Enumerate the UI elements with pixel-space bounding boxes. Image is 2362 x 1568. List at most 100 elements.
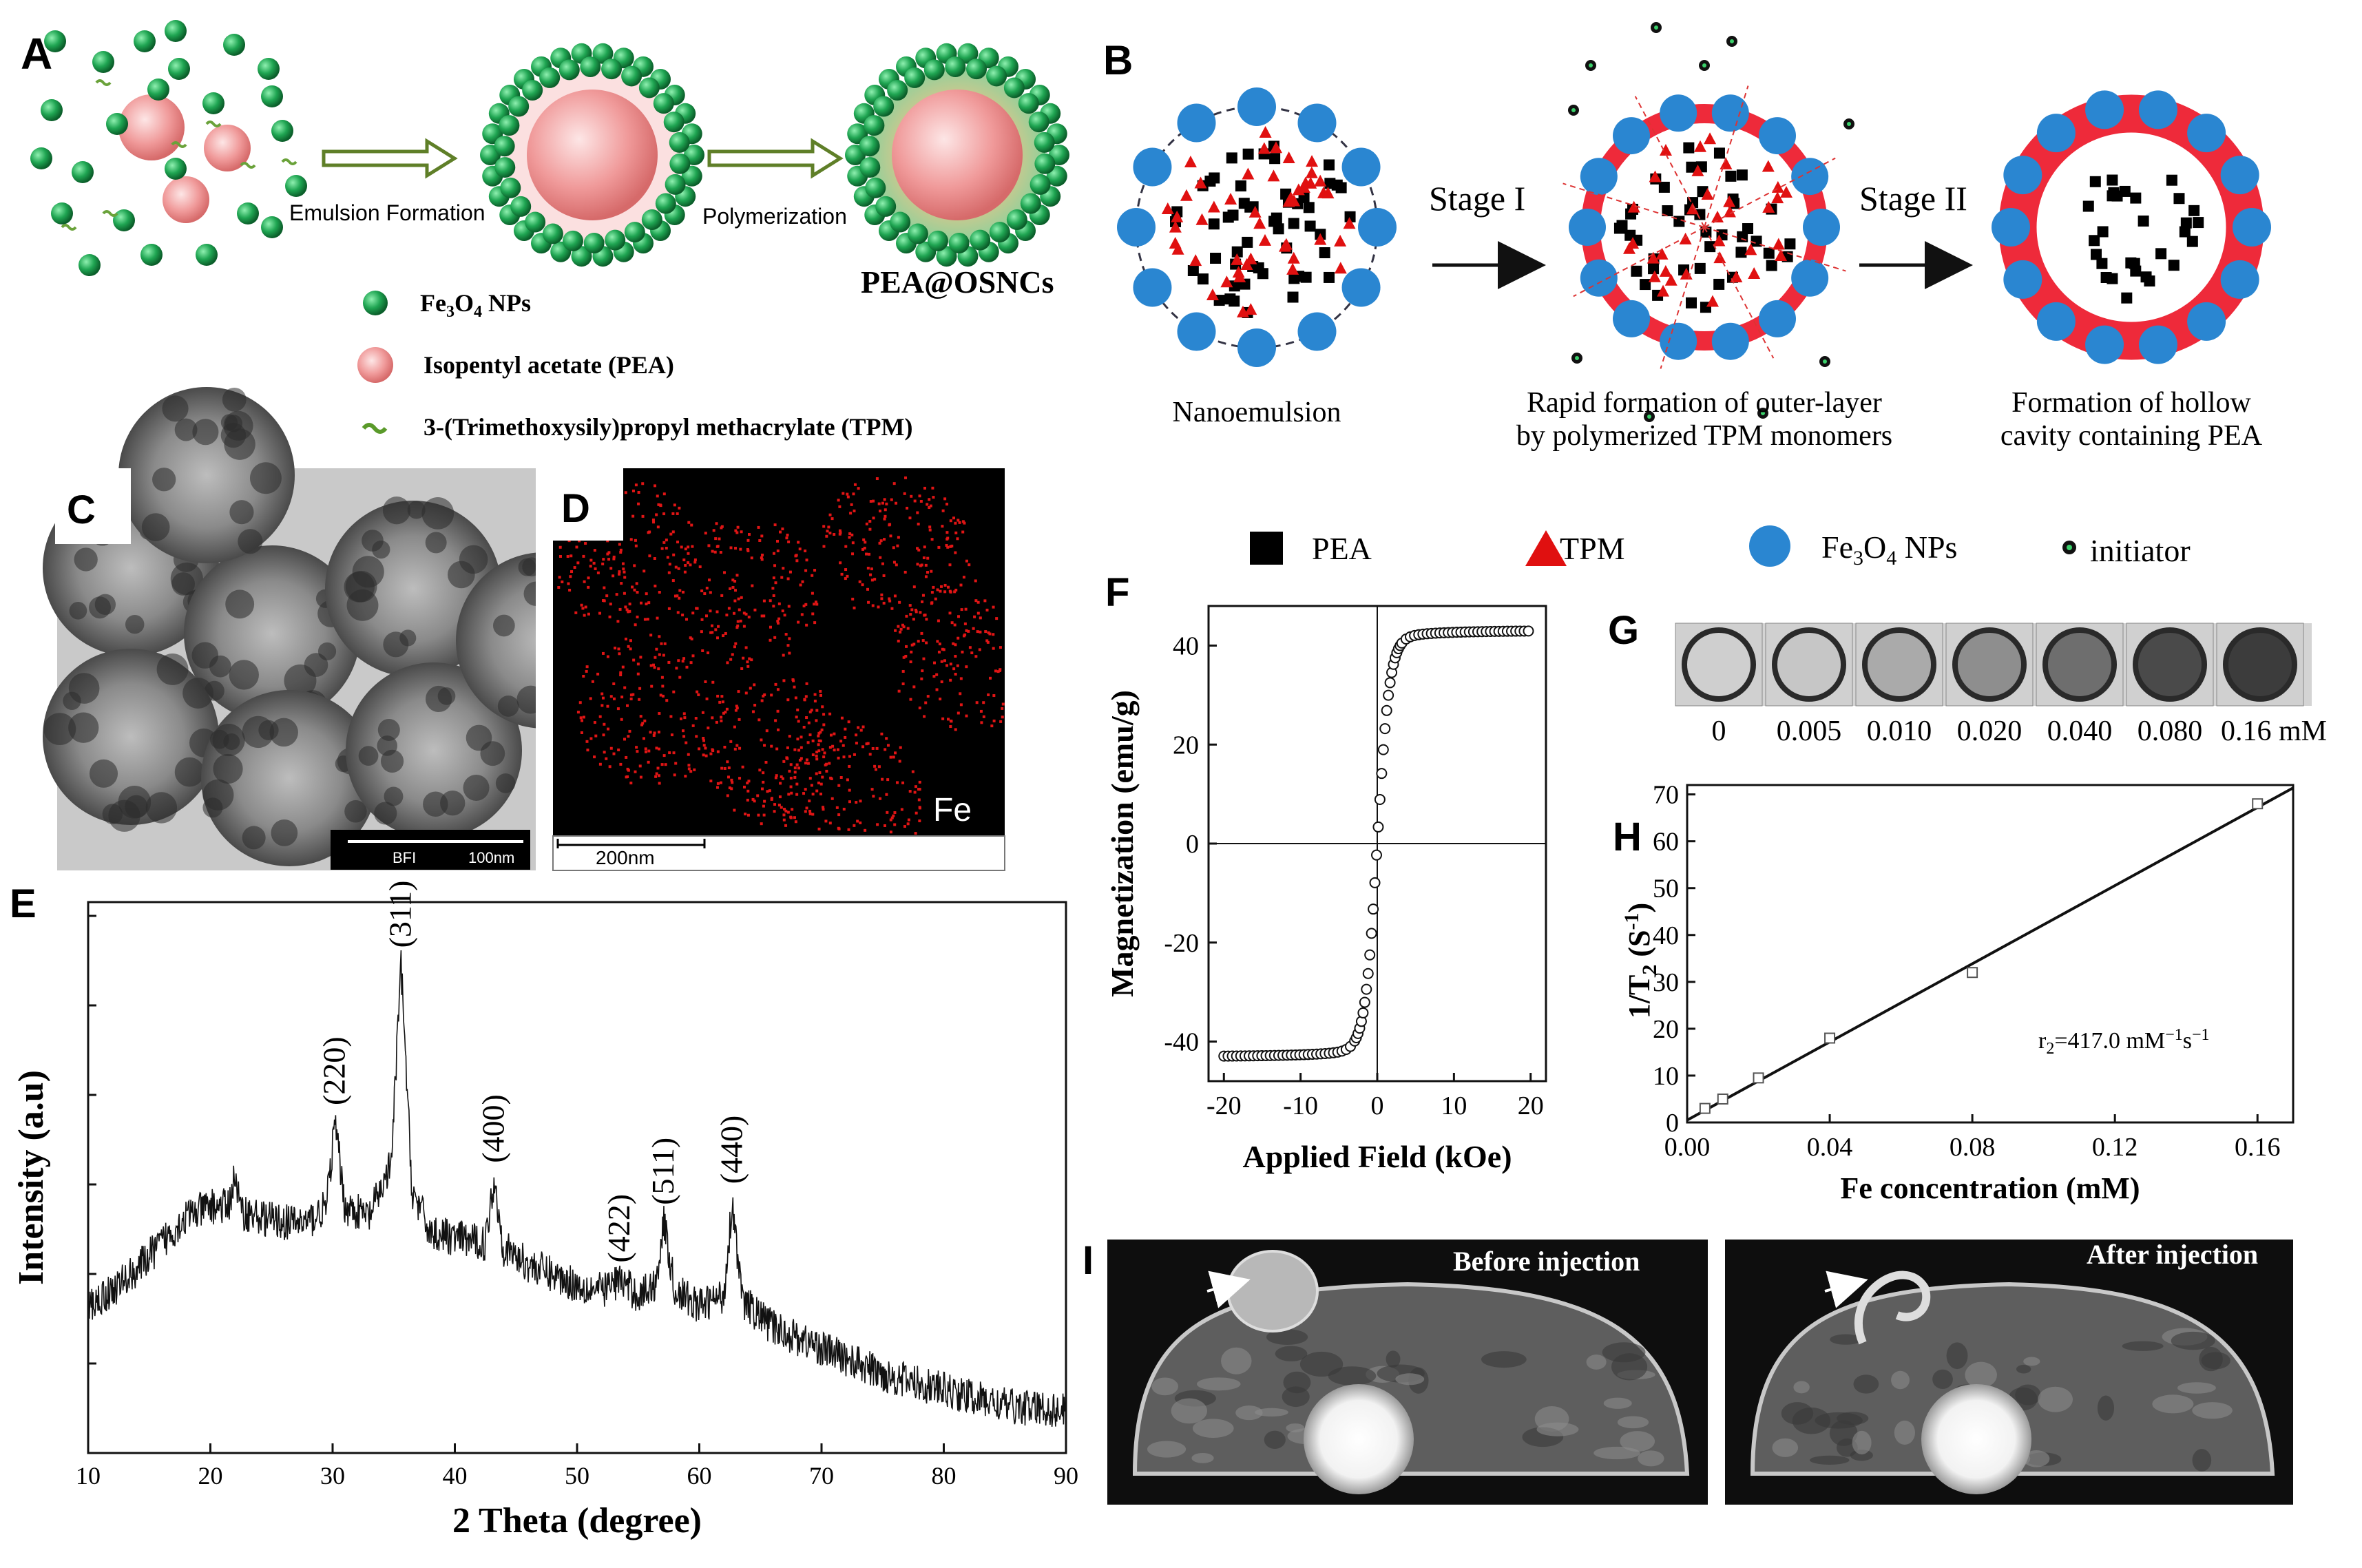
tpm-molecule (1184, 156, 1197, 168)
mri-phantom-well (1862, 627, 1936, 702)
tpm-molecule (1171, 210, 1184, 222)
relaxivity-ytick-label: 50 (1653, 875, 1679, 903)
pea-molecule (1750, 236, 1762, 247)
legend-tpm: 3-(Trimethoxysily)propyl methacrylate (T… (424, 413, 913, 441)
relaxivity-xtick-label: 0.16 (2235, 1133, 2281, 1162)
shell-np (669, 132, 690, 153)
panel-i: I Before injection After injection (1083, 1238, 2293, 1505)
tpm-molecule (1279, 238, 1293, 250)
mri-before-injection (1107, 1240, 1708, 1505)
relaxivity-ytick-label: 60 (1653, 828, 1679, 857)
arrow-emulsion-formation (322, 138, 458, 179)
pea-molecule (2144, 275, 2155, 287)
fe3o4-np (1297, 103, 1337, 143)
tpm-molecule (1282, 195, 1295, 207)
pea-molecule (2166, 174, 2177, 186)
fe3o4-np (2187, 114, 2226, 153)
tumor-arrow (1824, 1271, 1868, 1308)
pea-molecule (1640, 279, 1651, 291)
shell-np (580, 56, 601, 78)
xrd-pattern (87, 950, 1067, 1427)
fe3o4-np (1133, 147, 1172, 187)
pea-molecule (1736, 169, 1748, 181)
pea-molecule (1197, 273, 1209, 285)
tpm-molecule (1194, 176, 1207, 189)
shell-np (638, 77, 660, 98)
fe3o4-np (1177, 312, 1216, 351)
pea-molecule (1209, 172, 1220, 184)
pea-molecule (2186, 236, 2198, 247)
tpm-molecule (1343, 217, 1356, 229)
tpm-molecule (1711, 210, 1724, 222)
tpm-molecule (1195, 213, 1209, 225)
pea-molecule (1766, 260, 1777, 271)
fe3o4-np (1758, 300, 1796, 337)
pea-molecule (2180, 217, 2192, 229)
tpm-molecule (1306, 155, 1319, 167)
fe3o4-np (2085, 90, 2124, 129)
emulsion-formation-label: Emulsion Formation (289, 200, 485, 225)
fe3o4-np (1803, 209, 1840, 246)
tpm-molecule (1231, 253, 1244, 265)
tpm-molecule (1171, 242, 1184, 255)
fe3o4-np (92, 51, 114, 73)
shell-np (655, 193, 676, 214)
shell-np (494, 157, 516, 178)
mh-ylabel: Magnetization (emu/g) (1105, 690, 1140, 997)
stage-two-caption-1: Formation of hollow (2011, 387, 2251, 419)
panel-b-legend: PEA TPM Fe3O4 NPs initiator (1250, 525, 2191, 569)
fe3o4-np-blue-icon (1749, 525, 1790, 567)
mri-phantom-well (2133, 627, 2207, 702)
tpm-molecule (1286, 262, 1299, 275)
tpm-molecule (1657, 284, 1670, 297)
mh-point (1377, 744, 1389, 755)
panel-label-h: H (1613, 815, 1642, 859)
legend-fe3o4: Fe3O4 NPs (420, 289, 531, 321)
fe3o4-np (2220, 156, 2259, 195)
pea-molecule (1227, 209, 1239, 221)
relaxivity-ytick-label: 70 (1653, 781, 1679, 810)
fe3o4-np (168, 58, 190, 80)
panel-label-e: E (10, 881, 36, 926)
xrd-peak-labels: (220)(311)(400)(422)(511)(440) (317, 880, 749, 1262)
emulsion-droplet (480, 43, 704, 267)
xrd-xtick-label: 30 (320, 1462, 345, 1489)
pea-molecule (1704, 241, 1716, 253)
shell-np (864, 115, 885, 136)
pea-molecule (1658, 181, 1670, 193)
tpm-molecule (1304, 176, 1317, 189)
tem-scalebar-right: 100nm (468, 849, 514, 866)
xrd-xtick-label: 10 (76, 1462, 101, 1489)
mh-point (1376, 768, 1388, 780)
tpm-molecule (1206, 288, 1219, 300)
shell-np (621, 65, 642, 87)
shell-np (571, 246, 592, 267)
mh-point (1381, 704, 1392, 716)
phantom-conc-label: 0.010 (1867, 715, 1932, 747)
fe3o4-np (1791, 158, 1829, 196)
mh-point (1372, 821, 1384, 833)
pea-molecule (2155, 248, 2167, 260)
shell-np (653, 93, 674, 114)
tpm-monomer (281, 158, 297, 165)
before-injection-label: Before injection (1453, 1246, 1640, 1277)
fe3o4-np (30, 147, 52, 169)
panel-b: B Stage I Stage II Nanoemulsion Rapid fo… (1103, 22, 2271, 569)
fe3o4-np (2036, 302, 2076, 341)
pea-molecule (2107, 190, 2118, 202)
pea-molecule (2096, 258, 2108, 269)
pea-molecule (2130, 192, 2142, 204)
tpm-monomer (240, 162, 256, 169)
relaxivity-point (1699, 1102, 1711, 1114)
tpm-molecule (1334, 234, 1347, 247)
shell-np (865, 177, 886, 198)
pea-molecule (1187, 264, 1199, 276)
tpm-molecule (1664, 273, 1678, 286)
fe3o4-np (285, 175, 307, 197)
pea-molecule (2097, 226, 2109, 238)
tpm-molecule (1297, 180, 1310, 193)
relaxivity-xtick-label: 0.12 (2092, 1133, 2138, 1162)
fe3o4-np (113, 209, 135, 231)
